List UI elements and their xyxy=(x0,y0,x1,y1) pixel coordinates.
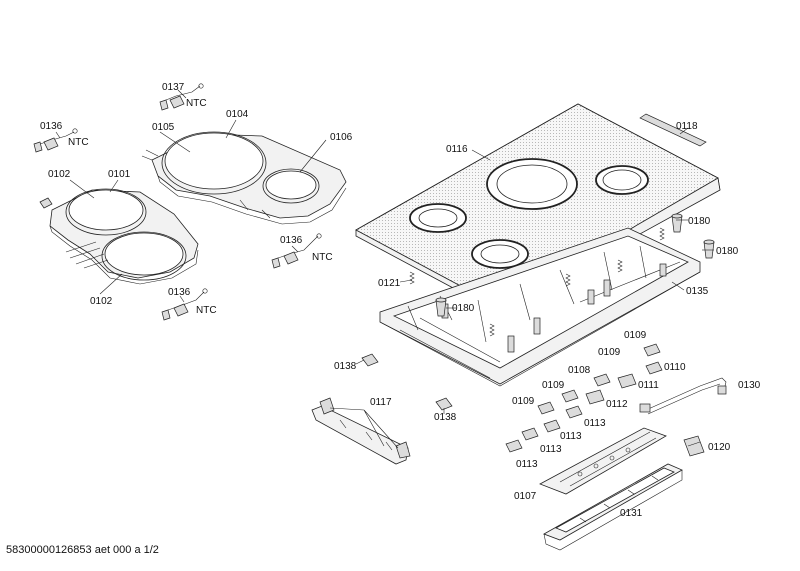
heater-plate-0101 xyxy=(39,188,199,285)
clip-0138-right xyxy=(435,397,453,411)
label-0120: 0120 xyxy=(708,442,731,453)
label-0109-b: 0109 xyxy=(598,347,621,358)
label-0180-a: 0180 xyxy=(688,216,711,227)
bracket-0117 xyxy=(311,397,411,465)
label-0105: 0105 xyxy=(152,122,175,133)
label-0111: 0111 xyxy=(638,380,659,391)
label-0136-top: 0136 xyxy=(40,121,63,132)
label-0131: 0131 xyxy=(620,508,643,519)
label-0107: 0107 xyxy=(514,491,537,502)
label-0102-bottom: 0102 xyxy=(90,296,113,307)
label-0117: 0117 xyxy=(370,397,392,408)
label-0102-top: 0102 xyxy=(48,169,71,180)
label-0116: 0116 xyxy=(446,144,468,155)
clip-0138-left xyxy=(361,353,379,367)
label-0109-a: 0109 xyxy=(624,330,647,341)
label-0136-bottom: 0136 xyxy=(168,287,191,298)
label-0109-d: 0109 xyxy=(512,396,535,407)
label-0137: 0137 xyxy=(162,82,185,93)
label-ntc-middle: NTC xyxy=(312,252,333,263)
label-ntc-top: NTC xyxy=(68,137,89,148)
label-0135: 0135 xyxy=(686,286,709,297)
label-0180-b: 0180 xyxy=(716,246,739,257)
control-components xyxy=(505,343,663,453)
foot-0180-a xyxy=(671,213,683,233)
cable-0130 xyxy=(639,377,727,415)
ntc-sensor-0136-bottom xyxy=(161,288,208,321)
trim-strip-0118 xyxy=(639,113,707,147)
foot-0180-b xyxy=(703,239,715,259)
leader-lines xyxy=(55,89,714,414)
label-0180-c: 0180 xyxy=(452,303,475,314)
label-0101: 0101 xyxy=(108,169,131,180)
label-0138-right: 0138 xyxy=(434,412,457,423)
label-0138-left: 0138 xyxy=(334,361,357,372)
component-0120 xyxy=(683,435,705,457)
drawing-number: 58300000126853 aet 000 a 1/2 xyxy=(6,544,159,556)
foot-0180-c xyxy=(435,297,447,317)
ntc-sensor-0137 xyxy=(159,83,204,111)
label-0106: 0106 xyxy=(330,132,353,143)
part-labels: 0137 NTC 0136 NTC 0104 0105 0106 0102 01… xyxy=(40,82,761,519)
label-ntc-0137: NTC xyxy=(186,98,207,109)
label-ntc-bottom: NTC xyxy=(196,305,217,316)
label-0113-d: 0113 xyxy=(516,459,538,470)
label-0108: 0108 xyxy=(568,365,591,376)
label-0110: 0110 xyxy=(664,362,686,373)
heater-plate-0104 xyxy=(141,131,347,225)
label-0113-b: 0113 xyxy=(560,431,582,442)
ntc-sensor-0136-top xyxy=(33,128,78,153)
ntc-sensor-0136-middle xyxy=(271,233,322,269)
glass-ceramic-top-0116 xyxy=(355,103,721,313)
label-0104: 0104 xyxy=(226,109,249,120)
label-0113-c: 0113 xyxy=(540,444,562,455)
label-0109-c: 0109 xyxy=(542,380,565,391)
circuit-board-0107 xyxy=(539,427,667,495)
label-0136-middle: 0136 xyxy=(280,235,303,246)
label-0121: 0121 xyxy=(378,278,401,289)
label-0113-a: 0113 xyxy=(584,418,606,429)
label-0130: 0130 xyxy=(738,380,761,391)
label-0112: 0112 xyxy=(606,399,628,410)
frame-0135 xyxy=(379,227,701,387)
label-0118: 0118 xyxy=(676,121,698,132)
housing-0131 xyxy=(543,463,683,551)
